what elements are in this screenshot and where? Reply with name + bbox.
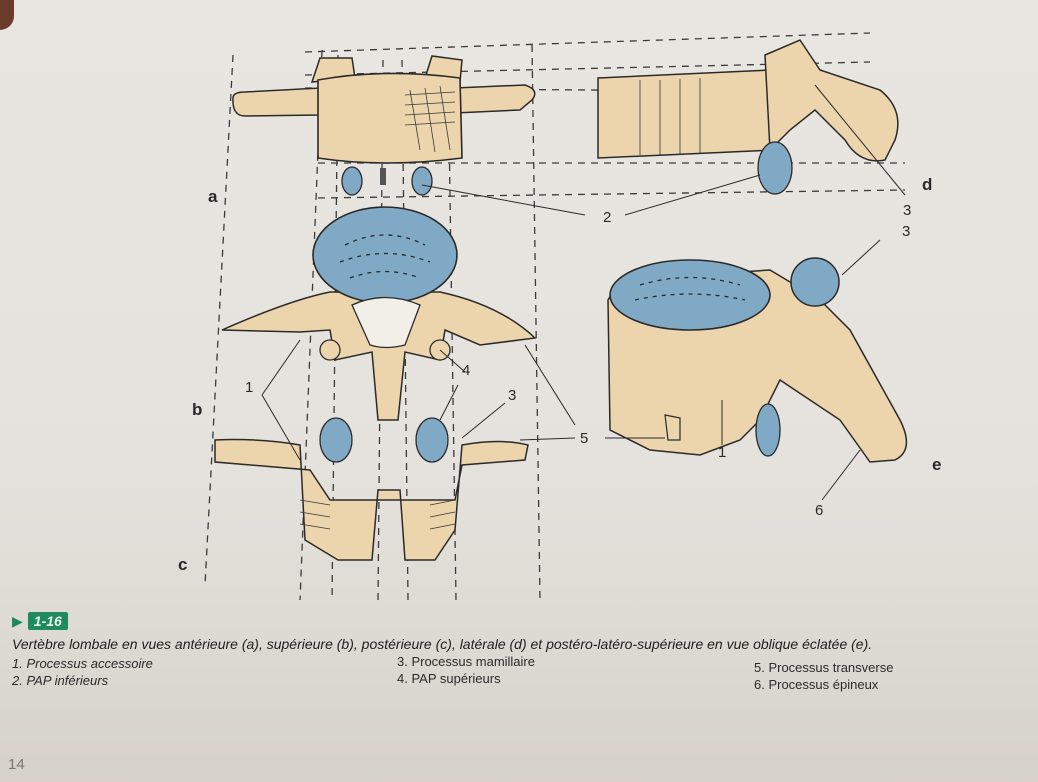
view-letter-e: e (932, 455, 941, 474)
view-e-oblique (608, 258, 906, 462)
callout-4: 4 (462, 362, 470, 379)
view-letter-b: b (192, 400, 202, 419)
callout-3-d: 3 (903, 202, 911, 219)
callout-1-bc: 1 (245, 379, 253, 396)
figure-caption: Vertèbre lombale en vues antérieure (a),… (12, 636, 1022, 652)
view-a-anterior (233, 56, 535, 195)
legend-item: 3. Processus mamillaire (397, 653, 535, 670)
figure-number: ▶ 1-16 (12, 612, 68, 630)
view-b-superior (222, 207, 535, 420)
callout-5: 5 (580, 430, 588, 447)
view-c-posterior (215, 418, 528, 560)
legend-column-2: 3. Processus mamillaire 4. PAP supérieur… (397, 653, 535, 687)
legend-item: 6. Processus épineux (754, 676, 893, 693)
legend-item: 5. Processus transverse (754, 659, 893, 676)
callout-1-e: 1 (718, 444, 726, 461)
callout-3-c: 3 (508, 387, 516, 404)
callout-6: 6 (815, 502, 823, 519)
legend-item: 4. PAP supérieurs (397, 670, 535, 687)
page-number: 14 (8, 756, 25, 773)
callout-2: 2 (603, 209, 611, 226)
legend-column-3: 5. Processus transverse 6. Processus épi… (754, 659, 893, 693)
legend-item: 2. PAP inférieurs (12, 672, 153, 689)
view-letter-c: c (178, 555, 187, 574)
figure-number-badge: 1-16 (28, 612, 68, 630)
play-triangle-icon: ▶ (12, 614, 23, 628)
view-letter-d: d (922, 175, 932, 194)
legend-column-1: 1. Processus accessoire 2. PAP inférieur… (12, 655, 153, 689)
view-d-lateral (598, 40, 898, 194)
legend-item: 1. Processus accessoire (12, 655, 153, 672)
view-letter-a: a (208, 187, 218, 206)
callout-3-e: 3 (902, 223, 910, 240)
